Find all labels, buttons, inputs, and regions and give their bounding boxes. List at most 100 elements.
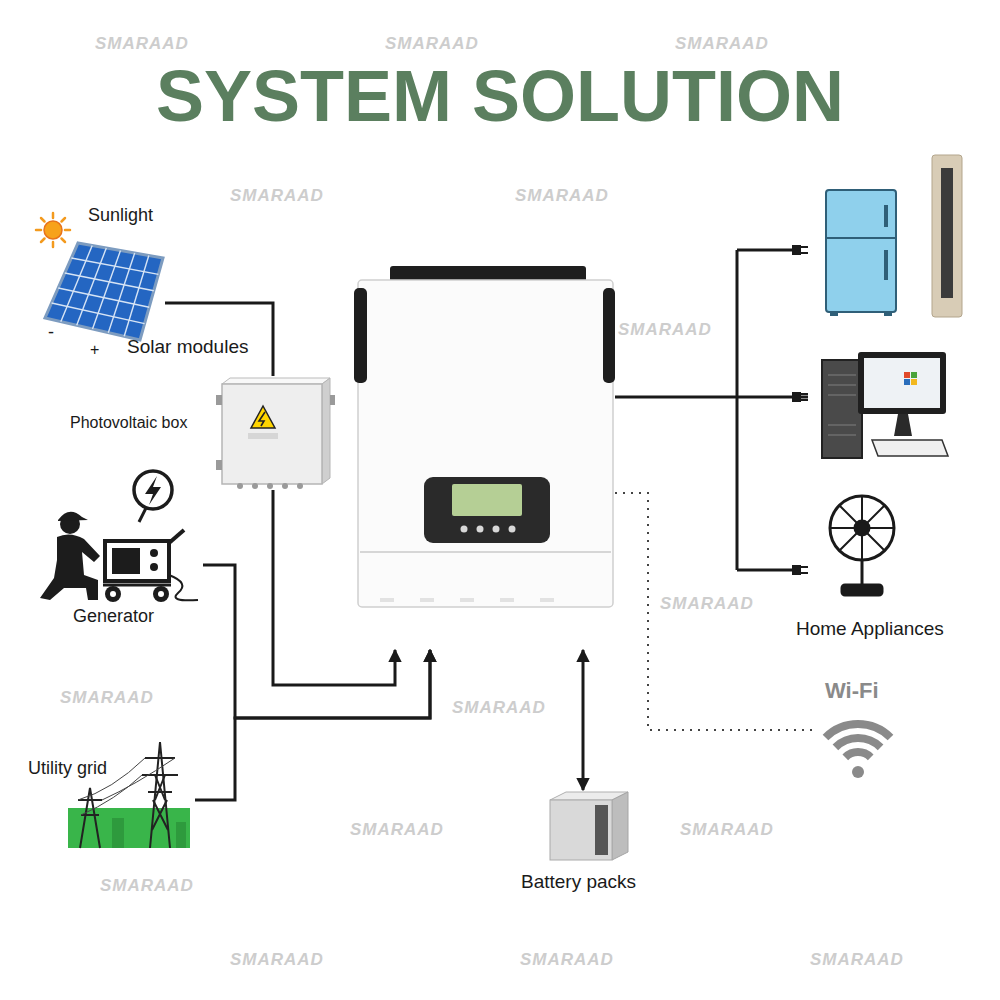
utility-grid-drawing (176, 822, 186, 848)
solar-panel (71, 258, 158, 274)
battery-pack-drawing (612, 792, 628, 860)
refrigerator-icon (826, 237, 896, 239)
watermark-text: SMARAAD (230, 186, 324, 206)
air-conditioner-icon (941, 168, 953, 298)
refrigerator-icon (884, 205, 888, 227)
photovoltaic-box-drawing (251, 406, 275, 428)
wifi-icon (852, 766, 864, 778)
watermark-text: SMARAAD (810, 950, 904, 970)
plug-symbol (801, 247, 808, 253)
photovoltaic-box-drawing (252, 483, 258, 489)
generator-icon (112, 548, 140, 574)
photovoltaic-box-drawing (330, 395, 335, 405)
battery-pack-drawing (595, 805, 608, 855)
inverter-unit (477, 526, 484, 533)
utility-grid-drawing (78, 742, 178, 848)
inverter-unit (500, 598, 514, 602)
solar-module-node: Solar modules (45, 243, 165, 341)
inverter-unit (354, 266, 615, 607)
computer-icon (911, 372, 917, 378)
component-label: Utility grid (28, 758, 107, 779)
refrigerator-icon (826, 190, 896, 312)
photovoltaic-box-drawing (216, 460, 222, 470)
photovoltaic-box-drawing (267, 483, 273, 489)
watermark-text: SMARAAD (675, 34, 769, 54)
plug-symbol (792, 245, 801, 255)
computer-icon (911, 379, 917, 385)
utility-grid-drawing (112, 818, 124, 848)
battery-pack-drawing (550, 800, 612, 860)
photovoltaic-box-drawing (259, 412, 265, 426)
appliances-node: Home Appliances (808, 150, 973, 605)
inverter-unit (380, 598, 554, 602)
appliance-wiring (737, 250, 795, 570)
utility-grid-drawing (68, 742, 190, 848)
inverter-unit (380, 598, 394, 602)
connector-line (582, 650, 585, 790)
sun-icon (36, 213, 70, 247)
plug-symbol (801, 567, 808, 573)
computer-icon (828, 424, 856, 426)
photovoltaic-box-drawing (222, 378, 330, 384)
component-label: Battery packs (521, 871, 636, 893)
photovoltaic-box-drawing (322, 378, 330, 484)
watermark-text: SMARAAD (515, 186, 609, 206)
sun-icon (62, 218, 66, 222)
photovoltaic-box-drawing (237, 483, 303, 489)
battery-node: Battery packs (545, 790, 630, 862)
computer-icon (828, 394, 856, 396)
watermark-text: SMARAAD (452, 698, 546, 718)
sun-icon (62, 239, 66, 243)
generator-icon (40, 534, 100, 600)
inverter-unit (540, 598, 554, 602)
computer-icon (894, 414, 912, 436)
fan-icon (830, 496, 894, 560)
component-label: Home Appliances (796, 618, 944, 640)
sun-icon (41, 239, 45, 243)
computer-icon (828, 374, 856, 376)
photovoltaic-box-drawing (222, 384, 322, 484)
watermark-text: SMARAAD (660, 594, 754, 614)
connector-line (615, 396, 808, 399)
sun-icon (52, 242, 55, 247)
inverter-unit (460, 598, 474, 602)
connector-line (195, 650, 430, 800)
computer-icon (872, 440, 948, 456)
photovoltaic-box-drawing (248, 433, 278, 439)
solar-panel (52, 303, 145, 324)
utility-grid-drawing (152, 775, 168, 830)
solar-panel (45, 243, 163, 340)
component-label: Generator (73, 606, 154, 627)
generator-icon (105, 541, 169, 581)
utility-grid-drawing (102, 758, 175, 800)
plug-symbol (792, 392, 801, 402)
inverter-unit (461, 526, 516, 533)
solar-panel (45, 243, 163, 340)
generator-icon (139, 508, 146, 522)
plug-symbol (792, 245, 808, 575)
watermark-text: SMARAAD (385, 34, 479, 54)
utility-grid-node: Utility grid (68, 738, 195, 850)
inverter-unit (452, 484, 522, 516)
wifi-icon (826, 724, 891, 737)
sun-icon (36, 229, 41, 232)
polarity-sign: + (90, 341, 99, 359)
fan-icon (842, 585, 882, 595)
watermark-text: SMARAAD (95, 34, 189, 54)
refrigerator-icon (884, 250, 888, 280)
utility-grid-drawing (80, 788, 100, 848)
generator-node: Generator (38, 468, 203, 605)
fan-icon (855, 521, 869, 535)
watermark-text: SMARAAD (60, 688, 154, 708)
sun-icon (41, 218, 45, 222)
air-conditioner-icon (932, 155, 962, 317)
plug-symbol (801, 394, 808, 400)
photovoltaic-box-drawing (282, 483, 288, 489)
solar-panel (65, 273, 154, 291)
computer-icon (822, 360, 862, 458)
wifi-icon (845, 752, 870, 757)
watermark-text: SMARAAD (520, 950, 614, 970)
inverter-unit (603, 288, 615, 383)
generator-icon (158, 591, 164, 597)
